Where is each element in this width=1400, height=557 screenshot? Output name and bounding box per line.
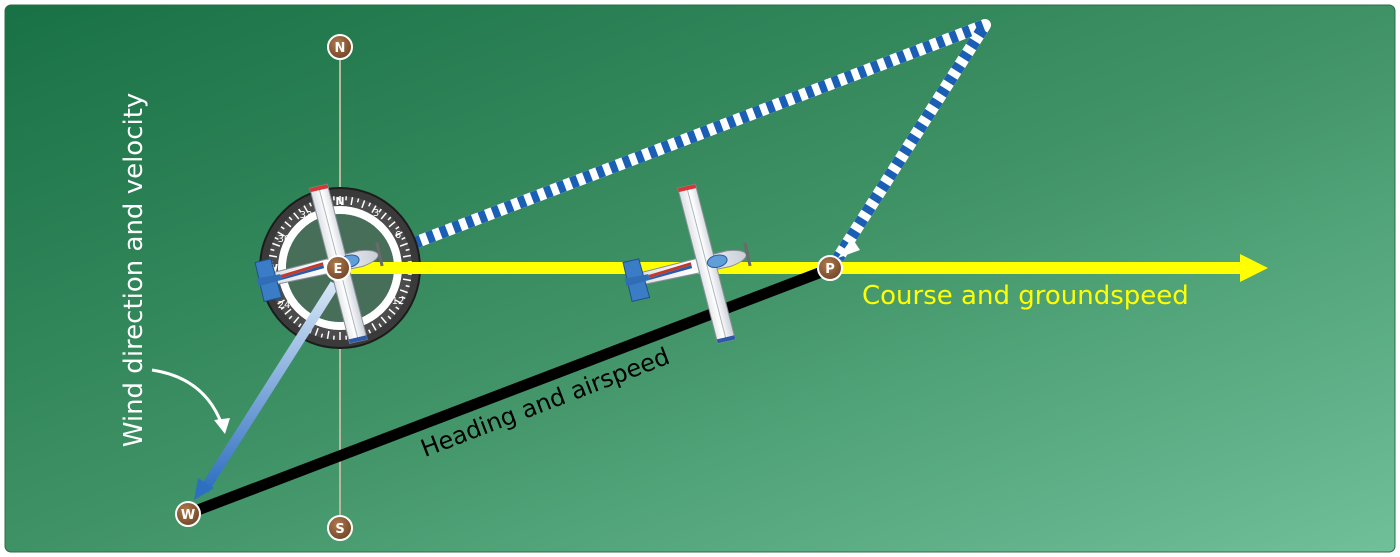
compass-tick [288,216,293,221]
compass-tick [405,248,410,252]
compass-tick [280,306,285,310]
compass-tick [378,323,382,328]
compass-tick [284,308,292,315]
compass-tick [378,208,382,213]
compass-tick [399,242,408,247]
compass-33-mark: 33 [300,210,313,221]
compass-3-mark: 3 [373,208,379,219]
compass-tick [388,221,396,228]
point-p-marker: P [817,255,843,281]
svg-text:W: W [181,508,195,523]
compass-n-mark: N [335,195,344,208]
compass-tick [387,315,392,320]
compass-tick [380,316,387,324]
compass-tick [371,323,377,331]
course-label: Course and groundspeed [862,281,1189,311]
point-n-marker: N [327,34,353,60]
compass-tick [314,327,319,336]
compass-tick [405,284,410,288]
compass-tick [298,208,302,213]
compass-30-mark: 30 [278,234,291,245]
compass-tick [284,221,292,228]
compass-tick [308,202,312,207]
compass-tick [401,236,406,240]
compass-tick [395,306,400,310]
compass-tick [268,254,278,258]
point-s-marker: S [327,515,353,541]
compass-tick [387,216,392,221]
compass-tick [356,198,360,203]
point-w-marker: W [175,501,201,527]
striped-vector-path [372,19,991,264]
wind-vector-line [199,281,340,493]
compass-tick [298,323,302,328]
background-panel [4,4,1396,553]
compass-tick [401,296,406,300]
compass-24-mark: 24 [278,300,291,311]
compass-tick [399,289,408,294]
compass-tick [293,212,300,220]
compass-tick [288,315,293,320]
compass-tick [388,308,396,315]
compass-tick [320,333,324,338]
compass-tick [402,278,412,282]
course-arrow-head [1240,254,1268,282]
compass-tick [350,196,354,206]
wind-arrow-head [194,478,214,500]
compass-tick [380,212,387,220]
svg-text:N: N [335,41,346,56]
compass-tick [368,202,372,207]
compass-tick [395,226,400,230]
compass-tick [371,205,377,213]
compass-tick [361,200,366,209]
svg-text:E: E [334,262,343,277]
compass-tick [274,236,279,240]
point-e-marker: E [325,255,351,281]
compass-tick [277,231,285,237]
compass-tick [293,316,300,324]
compass-tick [368,329,372,334]
compass-tick [402,254,412,258]
compass-tick [270,248,275,252]
compass-12-mark: 12 [392,296,405,307]
compass-tick [272,242,281,247]
compass-tick [280,226,285,230]
compass-tick [277,299,285,305]
wind-label-pointer [151,368,224,426]
striped-arrow-head [838,238,860,258]
compass-tick [326,330,330,340]
compass-tick [395,231,403,237]
compass-tick [303,205,309,213]
wind-label: Wind direction and velocity [119,93,149,448]
compass-6-mark: 6 [395,230,401,241]
wind-pointer-head [214,418,230,434]
svg-text:P: P [825,262,835,277]
svg-text:S: S [335,522,344,537]
compass-tick [395,299,403,305]
